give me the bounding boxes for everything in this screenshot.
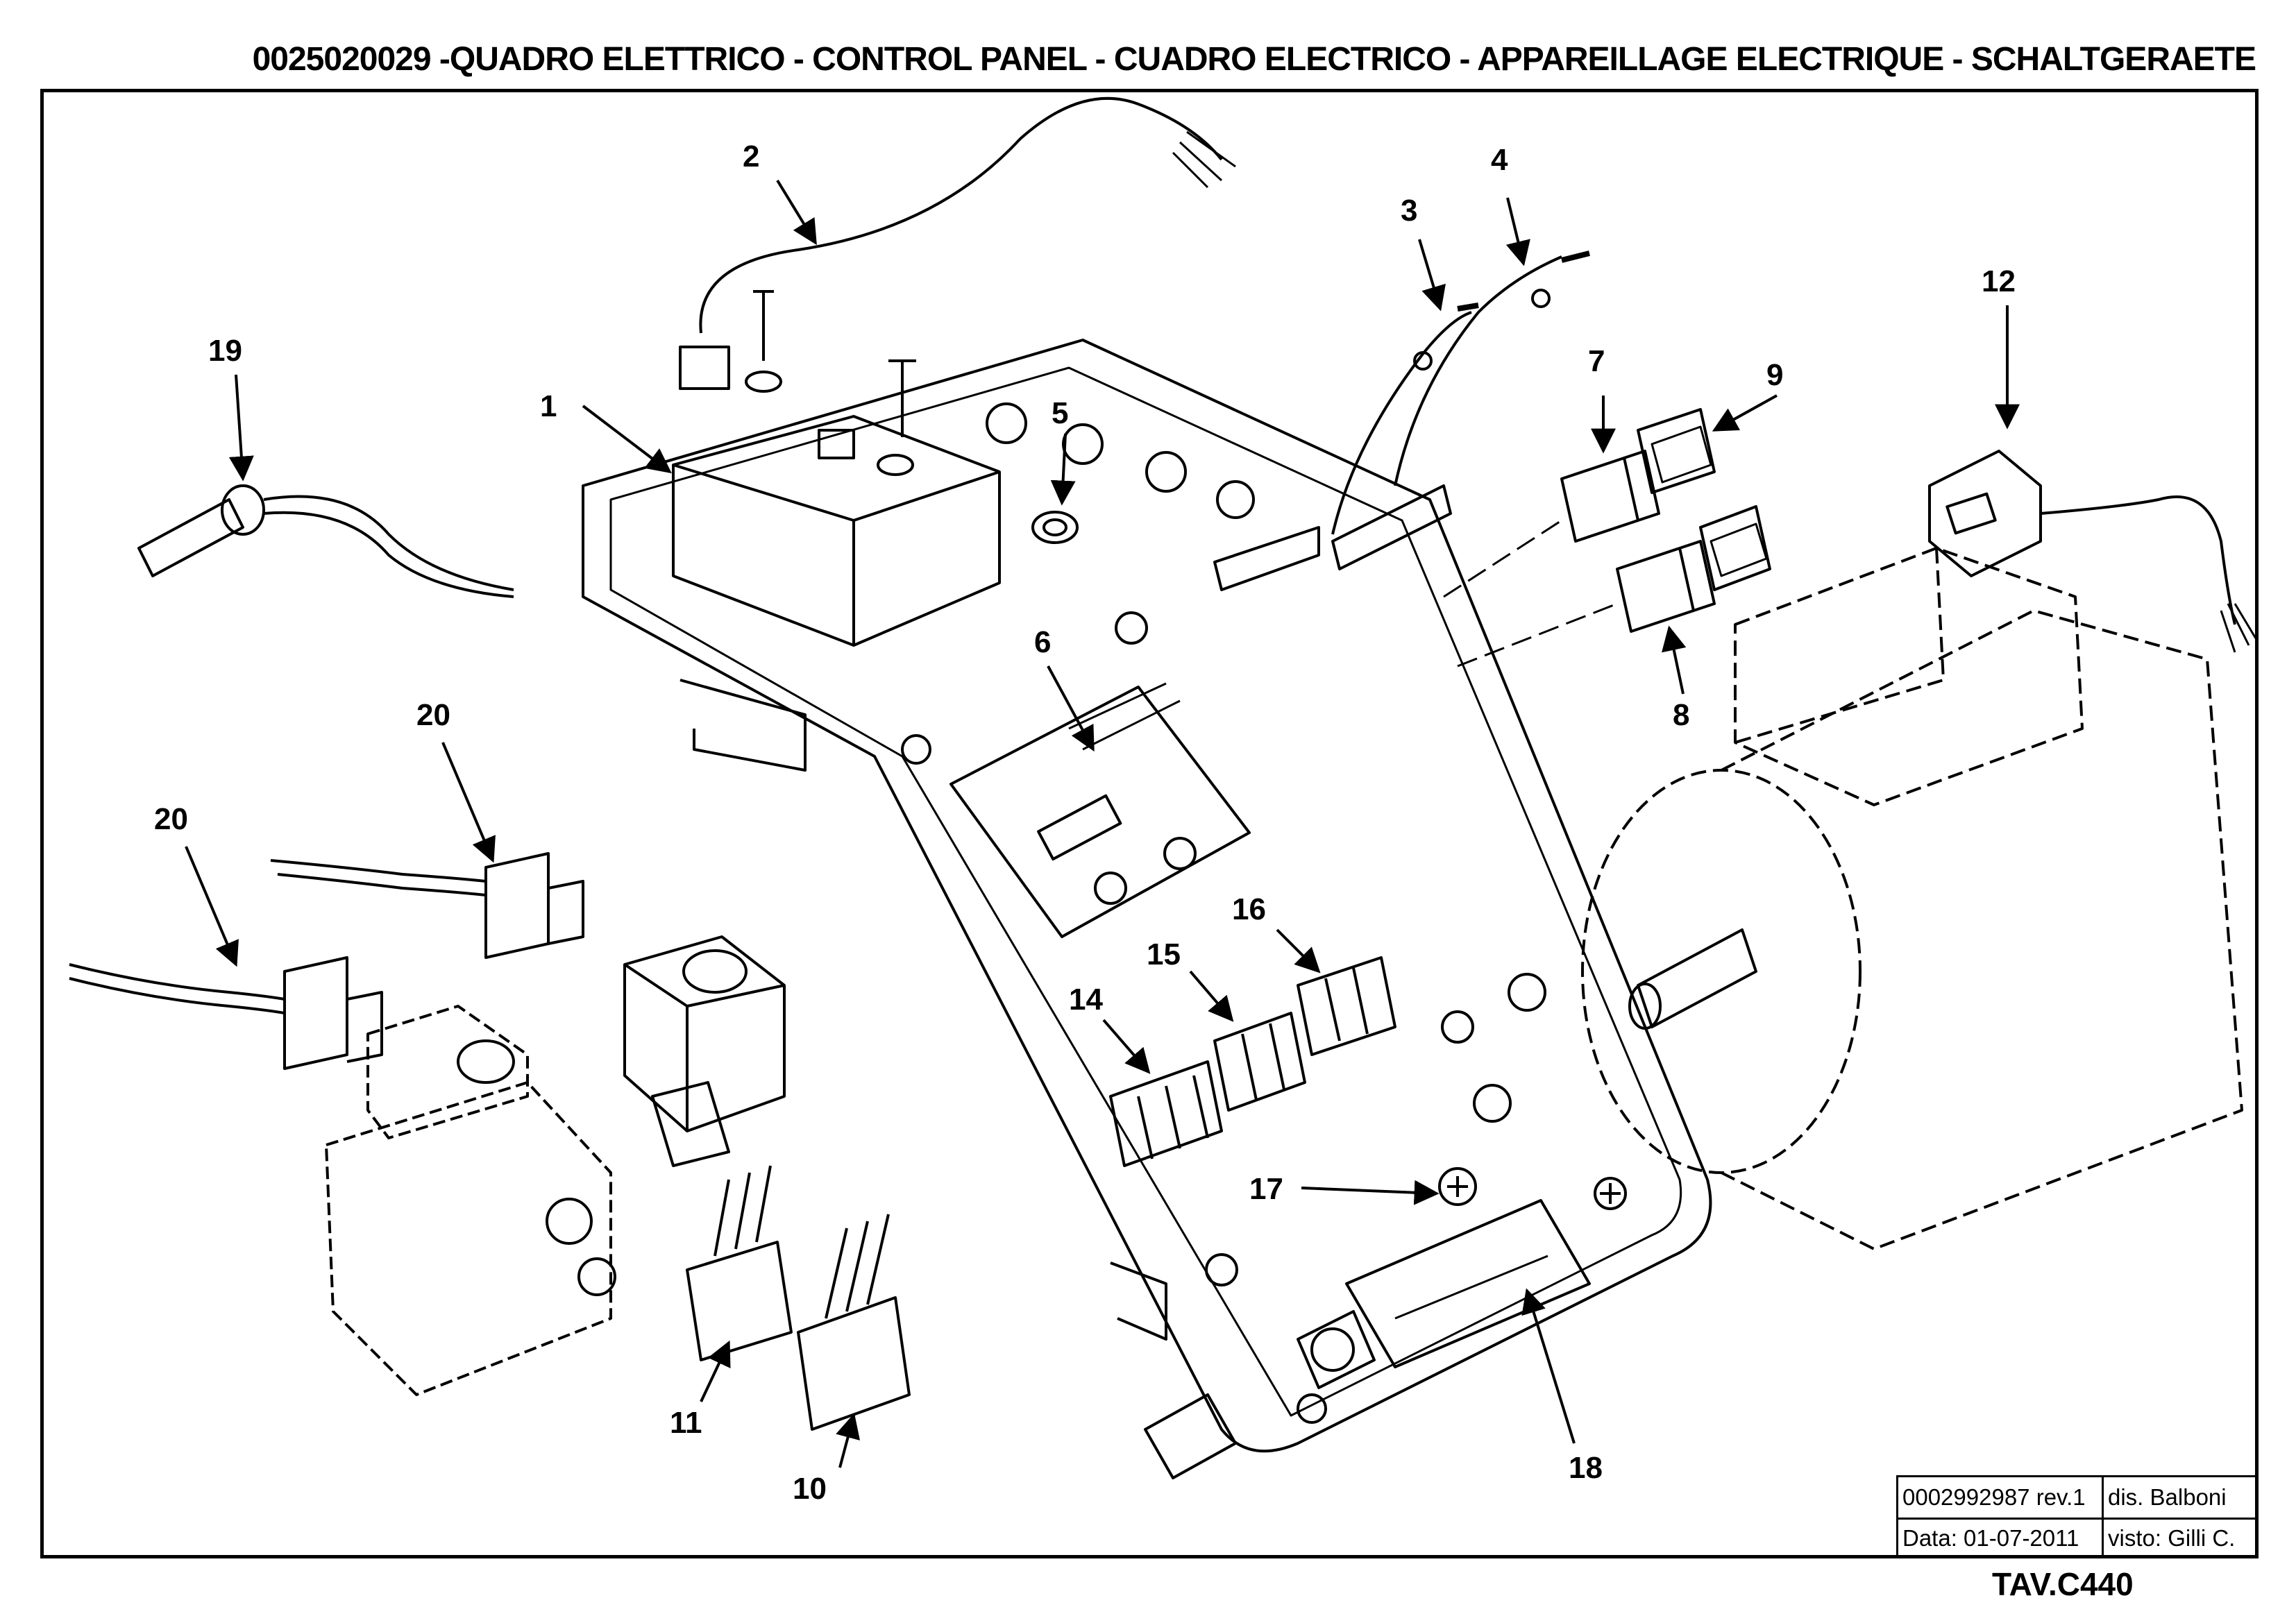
solenoid-plug-lower [69,956,383,1070]
electric-motor [1581,547,2243,1250]
ignition-lead-3 [1331,311,1472,535]
earth-bar [1331,484,1452,570]
ignition-cable-connector [679,346,730,390]
callout-3: 3 [1401,194,1417,228]
terminal-strip [1213,526,1320,591]
callout-17: 17 [1249,1172,1283,1206]
drawing-frame [40,89,2259,1558]
fuel-pump-body [457,1039,616,1296]
main-terminal-block [949,682,1251,938]
checked-by: visto: Gilli C. [2108,1525,2236,1551]
drawing-date: Data: 01-07-2011 [1898,1518,2104,1558]
fuel-pump [325,1005,612,1396]
callout-16: 16 [1232,892,1266,926]
relay-7 [1560,450,1660,543]
terminal-connector-11 [686,1165,793,1361]
ignition-transformer [672,415,1001,647]
ignition-lead-4 [1394,255,1562,486]
title-block-row-1: 0002992987 rev.1 dis. Balboni [1898,1477,2257,1520]
callout-7: 7 [1588,344,1605,378]
connector-16 [1297,956,1396,1056]
callout-8: 8 [1673,698,1689,732]
cable-clamp-bracket [1345,1199,1591,1368]
callout-1: 1 [540,389,557,423]
cable-gland-2 [1144,1393,1237,1479]
ignition-cable [699,96,1223,334]
callout-20-lower: 20 [154,802,188,836]
solenoid-plug-upper [270,852,584,959]
relay-8 [1616,540,1716,633]
callout-15: 15 [1147,937,1181,971]
callout-12: 12 [1982,264,2016,298]
cable-gland [1297,1310,1376,1389]
photocell-sensor [137,484,514,598]
connector-14 [1109,1060,1223,1167]
callout-9: 9 [1766,358,1783,392]
callout-5: 5 [1052,396,1068,430]
callout-2: 2 [743,139,759,173]
control-panel-plate [582,339,1712,1453]
callout-14: 14 [1069,983,1103,1017]
callout-4: 4 [1491,143,1508,177]
mounting-bracket-lower [1110,1261,1167,1341]
drawing-number: 0002992987 rev.1 [1898,1477,2104,1518]
panel-flange [609,366,1682,1417]
callout-20-upper: 20 [416,698,450,732]
title-block-row-2: Data: 01-07-2011 visto: Gilli C. [1898,1518,2257,1558]
solenoid-coil-plug [1928,450,2257,653]
drawing-title: 0025020029 -QUADRO ELETTRICO - CONTROL P… [252,41,2256,78]
cable-grommet [1031,511,1079,544]
callout-19: 19 [208,334,242,368]
solenoid-valve [623,935,786,1167]
earth-screw [1438,1167,1477,1206]
motor-shaft [1628,928,1757,1030]
connector-15 [1213,1012,1306,1112]
callout-11: 11 [670,1406,702,1440]
mounting-bracket [679,679,807,772]
relay-9-b [1699,505,1771,591]
screw [753,290,774,361]
callout-10: 10 [793,1472,827,1506]
screw [888,359,916,437]
terminal-connector-10 [797,1214,911,1431]
relay-9-a [1637,408,1716,494]
title-block: 0002992987 rev.1 dis. Balboni Data: 01-0… [1896,1475,2257,1558]
sheet-code: TAV.C440 [1992,1566,2134,1602]
callout-6: 6 [1034,625,1051,659]
callout-18: 18 [1569,1451,1603,1485]
drawn-by: dis. Balboni [2108,1484,2227,1510]
